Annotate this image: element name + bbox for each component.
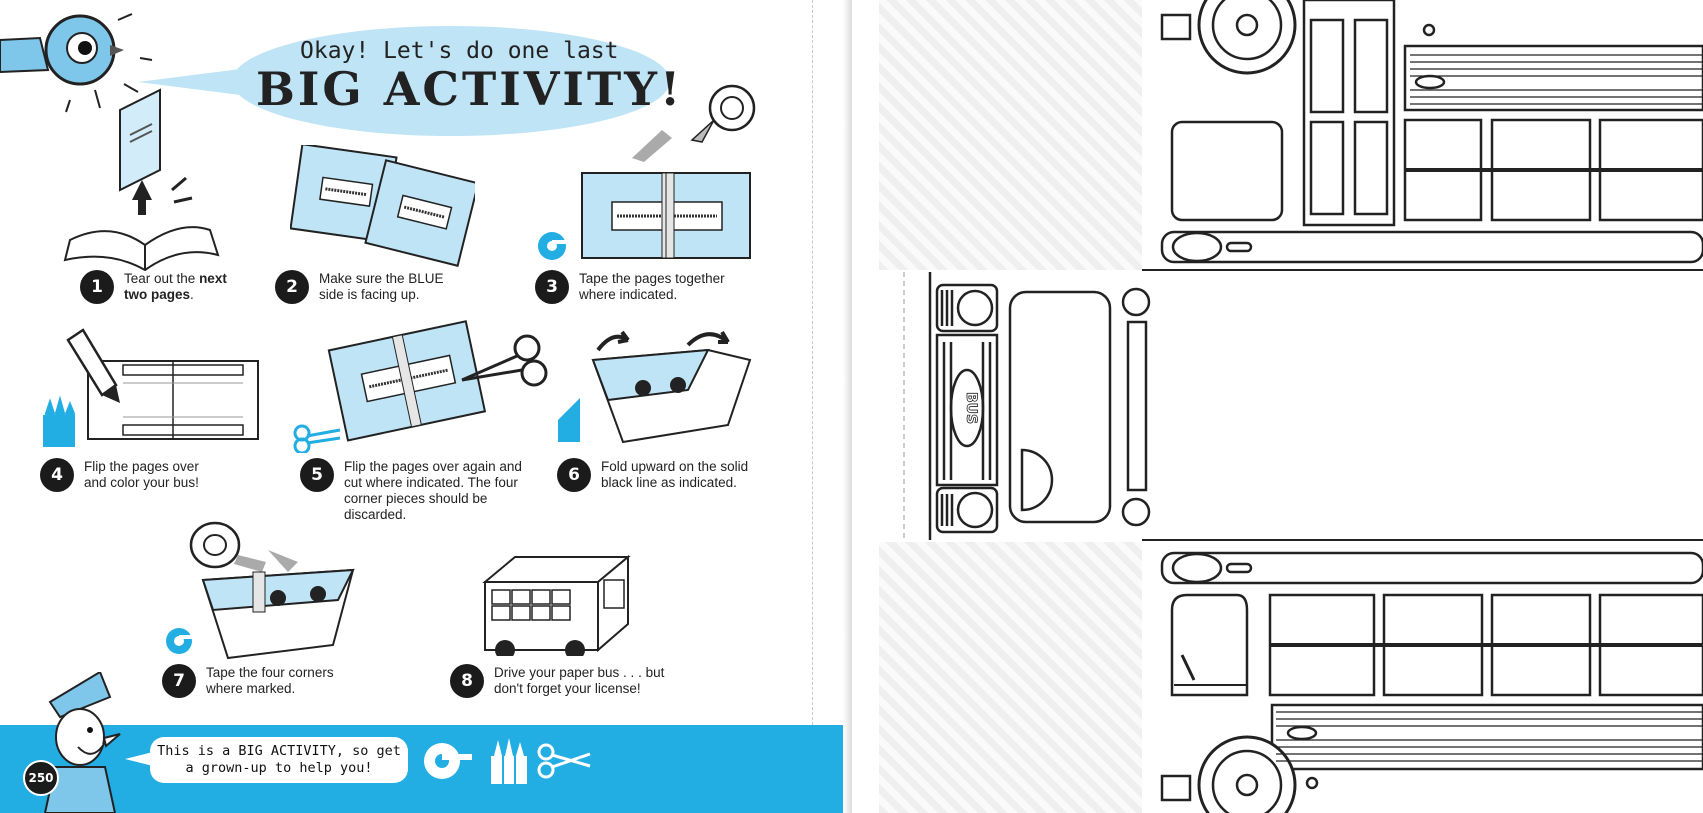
step-text: Drive your paper bus . . . but don't for… (494, 665, 665, 696)
page-number: 250 (23, 760, 59, 796)
cut-line-dashed (812, 0, 813, 725)
footer-bubble-tail (125, 752, 153, 766)
step-number: 8 (450, 664, 484, 698)
step-7: 7 Tape the four corners where marked. (162, 664, 362, 698)
step-text: Fold upward on the solid black line as i… (601, 459, 749, 490)
bubble-intro-text: Okay! Let's do one last (300, 38, 619, 64)
step-3: 3 Tape the pages together where indicate… (535, 270, 735, 304)
step7-illustration (166, 521, 355, 660)
step-4: 4 Flip the pages over and color your bus… (40, 458, 240, 492)
step1-illustration (63, 88, 220, 272)
bubble-title: BIG ACTIVITY! (256, 62, 684, 116)
step-text: Tape the pages together where indicated. (579, 271, 725, 302)
step-2: 2 Make sure the BLUE side is facing up. (275, 270, 475, 304)
tape-icon (424, 743, 472, 779)
mascot-character (43, 672, 121, 813)
footer-speech-bubble: This is a BIG ACTIVITY, so get a grown-u… (150, 737, 408, 783)
step-5: 5 Flip the pages over again and cut wher… (300, 458, 550, 523)
discard-corner-top (879, 0, 1142, 270)
step-8: 8 Drive your paper bus . . . but don't f… (450, 664, 700, 698)
step-text: Make sure the BLUE side is facing up. (319, 271, 444, 302)
step4-illustration (43, 328, 259, 447)
step-number: 3 (535, 270, 569, 304)
crayons-icon (491, 738, 527, 784)
step6-illustration (558, 330, 752, 444)
step-number: 6 (557, 458, 591, 492)
step-number: 2 (275, 270, 309, 304)
step-text: Tape the four corners where marked. (206, 665, 334, 696)
step-6: 6 Fold upward on the solid black line as… (557, 458, 757, 492)
step-text: Flip the pages over again and cut where … (344, 459, 522, 522)
bus-cutout-template: BUS (903, 0, 1703, 813)
step-text: Tear out the next two pages. (124, 271, 227, 302)
step-number: 5 (300, 458, 334, 492)
step-text: Flip the pages over and color your bus! (84, 459, 199, 490)
instruction-page: Okay! Let's do one last BIG ACTIVITY! (0, 0, 852, 813)
step8-illustration (482, 554, 631, 656)
bus-grille-label: BUS (963, 392, 979, 424)
scissors-icon (537, 743, 591, 779)
speech-bubble (232, 26, 670, 136)
step-bold-text: next two pages (124, 271, 227, 302)
step2-illustration (290, 145, 475, 267)
step-number: 4 (40, 458, 74, 492)
step3-illustration (538, 84, 756, 260)
step-number: 7 (162, 664, 196, 698)
step-1: 1 Tear out the next two pages. (80, 270, 250, 304)
discard-corner-bottom (879, 542, 1142, 813)
bird-mascot (0, 13, 153, 113)
step5-illustration (293, 320, 548, 453)
bus-template-page: BUS (852, 0, 1703, 813)
step-number: 1 (80, 270, 114, 304)
